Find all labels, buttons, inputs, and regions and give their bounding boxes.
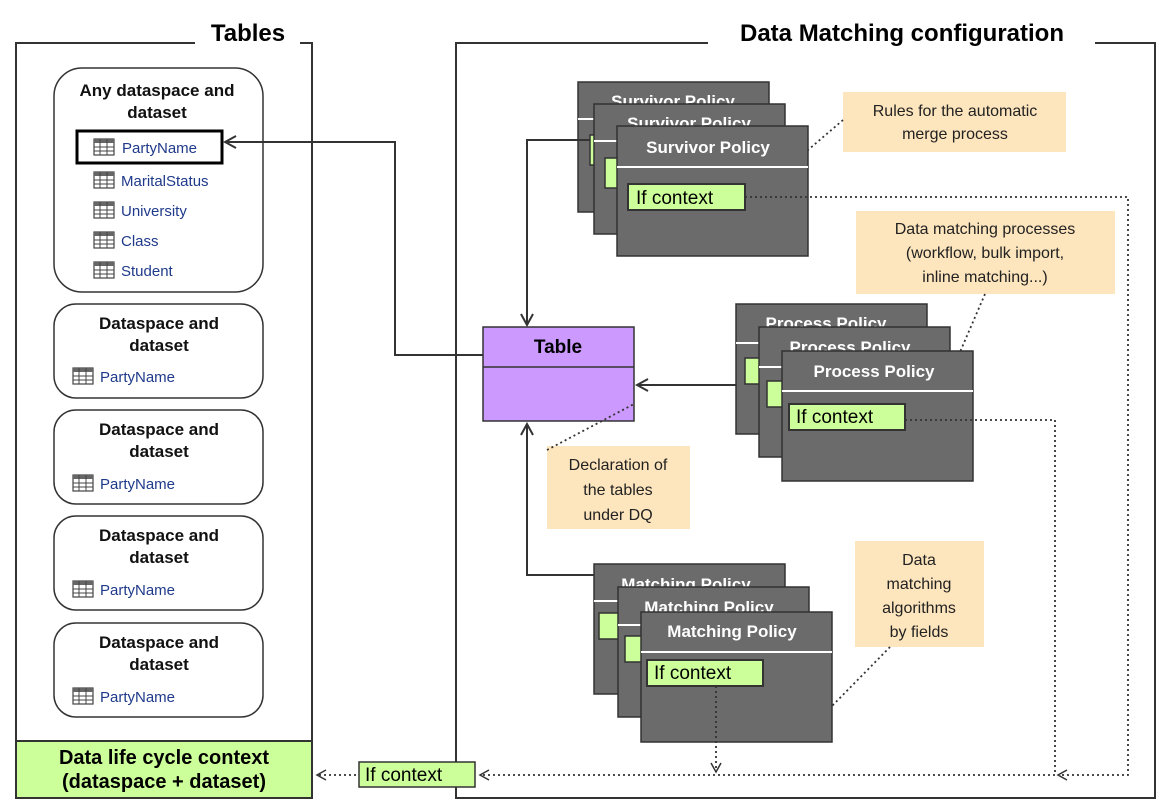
note-process-line3: inline matching...) — [922, 269, 1047, 286]
dataset-box[interactable]: Dataspace and dataset PartyName — [53, 622, 264, 718]
process-policy-card-front: Process Policy If context — [781, 350, 974, 482]
table-entity-label: Table — [534, 337, 582, 358]
dataset-box-title-line1: Dataspace and — [99, 420, 219, 439]
lifecycle-context-box: Data life cycle context (dataspace + dat… — [15, 740, 313, 799]
table-item-partyname[interactable]: PartyName — [93, 138, 197, 157]
note-matching: Data matching algorithms by fields — [855, 541, 984, 647]
dataset-box-any[interactable]: Any dataspace and dataset PartyName Mari… — [53, 67, 264, 293]
table-grid-icon — [72, 367, 94, 385]
dataset-box-title-line1: Any dataspace and — [80, 81, 235, 100]
table-item-partyname[interactable]: PartyName — [72, 580, 175, 599]
note-table-line1: Declaration of — [569, 457, 668, 474]
survivor-policy-card-front: Survivor Policy If context — [616, 125, 809, 257]
tables-panel-title: Tables — [211, 20, 285, 47]
connector-survivor-note — [807, 119, 844, 151]
table-grid-icon — [72, 474, 94, 492]
note-matching-line1: Data — [902, 552, 936, 569]
process-if-context — [788, 403, 906, 431]
note-matching-line2: matching — [887, 576, 952, 593]
note-table: Declaration of the tables under DQ — [547, 446, 690, 529]
dataset-box-title-line1: Dataspace and — [99, 633, 219, 652]
table-item-label: PartyName — [100, 369, 175, 386]
note-survivor-line2: merge process — [902, 126, 1008, 143]
survivor-policy-stack[interactable]: Survivor Policy Survivor Policy Survivor… — [577, 81, 809, 257]
matching-if-context-label: If context — [654, 663, 732, 684]
connector-table-note — [546, 403, 635, 451]
bottom-if-context-label: If context — [365, 765, 443, 786]
table-item-partyname[interactable]: PartyName — [72, 687, 175, 706]
matching-if-context — [646, 659, 764, 687]
arrow-matching-to-table — [527, 424, 594, 576]
table-item-label: MaritalStatus — [121, 173, 209, 190]
config-panel: Data Matching configuration — [455, 20, 1156, 799]
table-item-maritalstatus[interactable]: MaritalStatus — [93, 171, 209, 190]
dataset-box[interactable]: Dataspace and dataset PartyName — [53, 409, 264, 505]
table-grid-icon — [93, 201, 115, 219]
survivor-policy-title: Survivor Policy — [646, 138, 770, 157]
table-entity-box[interactable]: Table — [482, 326, 635, 422]
context-flow-arrows — [315, 196, 1129, 781]
table-item-label: PartyName — [100, 689, 175, 706]
note-survivor: Rules for the automatic merge process — [843, 92, 1066, 152]
solid-arrows — [225, 139, 736, 576]
connector-process-note — [959, 293, 986, 353]
table-grid-icon — [93, 261, 115, 279]
table-item-label: PartyName — [122, 140, 197, 157]
matching-policy-stack[interactable]: Matching Policy Matching Policy Matching… — [593, 563, 833, 743]
table-item-partyname[interactable]: PartyName — [72, 367, 175, 386]
process-policy-title: Process Policy — [814, 362, 936, 381]
arrow-table-to-partyname — [225, 142, 483, 356]
dataset-box-title-line2: dataset — [129, 336, 189, 355]
note-connectors — [546, 119, 986, 707]
context-flow-survivor — [745, 196, 1129, 781]
table-item-partyname[interactable]: PartyName — [72, 474, 175, 493]
note-process-line2: (workflow, bulk import, — [906, 245, 1064, 262]
config-panel-title: Data Matching configuration — [740, 20, 1064, 47]
table-item-label: PartyName — [100, 582, 175, 599]
context-flow-process — [478, 419, 1056, 781]
matching-policy-title: Matching Policy — [667, 622, 797, 641]
dataset-box-title-line1: Dataspace and — [99, 314, 219, 333]
table-item-label: Class — [121, 233, 159, 250]
note-matching-line4: by fields — [890, 624, 949, 641]
bottom-if-context: If context — [358, 761, 476, 788]
table-item-label: Student — [121, 263, 174, 280]
table-grid-icon — [72, 580, 94, 598]
table-grid-icon — [93, 138, 115, 156]
table-item-label: University — [121, 203, 187, 220]
table-grid-icon — [93, 231, 115, 249]
dataset-box-title-line2: dataset — [127, 103, 187, 122]
table-grid-icon — [72, 687, 94, 705]
process-if-context-label: If context — [796, 407, 874, 428]
dataset-box[interactable]: Dataspace and dataset PartyName — [53, 303, 264, 399]
note-matching-line3: algorithms — [882, 600, 956, 617]
note-process: Data matching processes (workflow, bulk … — [856, 211, 1115, 294]
note-process-line1: Data matching processes — [895, 221, 1076, 238]
note-survivor-line1: Rules for the automatic — [873, 103, 1038, 120]
dataset-box-title-line2: dataset — [129, 548, 189, 567]
dataset-box[interactable]: Dataspace and dataset PartyName — [53, 515, 264, 611]
process-policy-stack[interactable]: Process Policy Process Policy Process Po… — [735, 303, 974, 482]
lifecycle-line1: Data life cycle context — [59, 747, 269, 769]
table-item-student[interactable]: Student — [93, 261, 174, 280]
lifecycle-line2: (dataspace + dataset) — [62, 771, 266, 793]
table-item-class[interactable]: Class — [93, 231, 159, 250]
dataset-box-title-line2: dataset — [129, 655, 189, 674]
dataset-box-title-line1: Dataspace and — [99, 526, 219, 545]
selected-table-highlight — [75, 129, 224, 165]
dataset-box-title-line2: dataset — [129, 442, 189, 461]
note-table-line3: under DQ — [583, 507, 652, 524]
matching-policy-card-front: Matching Policy If context — [640, 611, 833, 743]
table-grid-icon — [93, 171, 115, 189]
survivor-if-context — [627, 183, 746, 211]
table-item-university[interactable]: University — [93, 201, 187, 220]
table-item-label: PartyName — [100, 476, 175, 493]
arrow-survivor-to-table — [527, 139, 590, 325]
connector-matching-note — [831, 646, 891, 707]
survivor-if-context-label: If context — [636, 188, 714, 209]
note-table-line2: the tables — [583, 482, 652, 499]
